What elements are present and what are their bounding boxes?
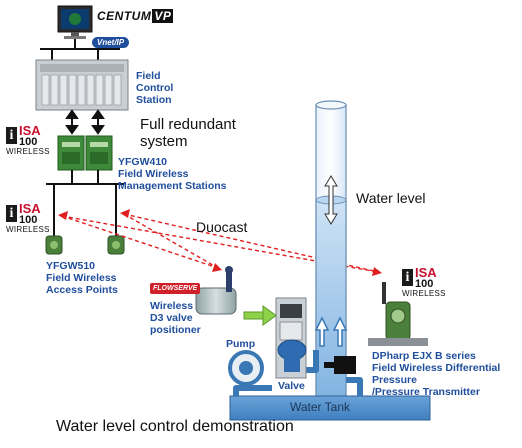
centum-vp-logo: CENTUMVP <box>97 9 173 23</box>
yfgw510-label: YFGW510 Field Wireless Access Points <box>46 260 118 296</box>
transmitter-label: DPharp EJX B series Field Wireless Diffe… <box>372 350 500 398</box>
fcs-line-1: Field <box>136 70 173 82</box>
valve-assembly <box>276 298 306 378</box>
positioner-label: Wireless D3 valve positioner <box>150 300 201 336</box>
positioner-line-3: positioner <box>150 324 201 336</box>
isa-i-mark-3: i <box>402 269 413 286</box>
isa-num-2: 100 <box>19 215 41 225</box>
isa-i-mark-2: i <box>6 205 17 222</box>
isa-sub-1: WIRELESS <box>6 147 52 156</box>
fcs-line-3: Station <box>136 94 173 106</box>
yfgw410-line-2: Field Wireless <box>118 168 227 180</box>
yfgw510-line-2: Field Wireless <box>46 272 118 284</box>
transmitter-line-4: /Pressure Transmitter <box>372 386 500 398</box>
pump-icon <box>230 352 262 384</box>
isa-num-1: 100 <box>19 137 41 147</box>
yfgw410-line-1: YFGW410 <box>118 156 227 168</box>
vnet-text: Vnet/IP <box>97 38 124 47</box>
fcs-label: Field Control Station <box>136 70 173 106</box>
field-control-station-rack <box>36 60 128 110</box>
isa-sub-3: WIRELESS <box>402 289 448 298</box>
isa-i-mark-1: i <box>6 127 17 144</box>
fcs-line-2: Control <box>136 82 173 94</box>
yfgw410-line-3: Management Stations <box>118 180 227 192</box>
isa100-logo-right: i ISA 100 WIRELESS <box>402 266 448 296</box>
vnet-badge: Vnet/IP <box>92 37 129 48</box>
vp-text: VP <box>152 9 173 23</box>
redundant-label: Full redundant system <box>140 116 236 150</box>
water-tank-label: Water Tank <box>260 400 380 414</box>
isa100-logo-top: i ISA 100 WIRELESS <box>6 124 52 154</box>
yfgw510-line-1: YFGW510 <box>46 260 118 272</box>
flowserve-text: FLOWSERVE <box>153 285 197 292</box>
monitor-icon <box>58 6 92 39</box>
positioner-line-1: Wireless <box>150 300 201 312</box>
yfgw510-line-3: Access Points <box>46 284 118 296</box>
isa100-logo-mid: i ISA 100 WIRELESS <box>6 202 52 232</box>
access-point-right <box>108 236 124 254</box>
redundant-line-1: Full redundant <box>140 116 236 133</box>
duocast-label: Duocast <box>196 219 247 236</box>
centum-text: CENTUM <box>97 9 151 23</box>
transmitter-line-1: DPharp EJX B series <box>372 350 500 362</box>
isa-num-3: 100 <box>415 279 437 289</box>
isa-sub-2: WIRELESS <box>6 225 52 234</box>
valve-label: Valve <box>278 380 305 392</box>
redundant-line-2: system <box>140 133 236 150</box>
transmitter-line-2: Field Wireless Differential <box>372 362 500 374</box>
control-arrow <box>244 306 276 325</box>
water-level-label: Water level <box>356 190 426 207</box>
pump-label: Pump <box>226 338 255 350</box>
flowserve-logo: FLOWSERVE <box>150 283 200 294</box>
access-point-left <box>46 236 62 254</box>
caption: Water level control demonstration <box>56 418 294 436</box>
d3-positioner-icon <box>196 266 236 314</box>
yfgw410-units <box>58 136 112 170</box>
yfgw410-label: YFGW410 Field Wireless Management Statio… <box>118 156 227 192</box>
transmitter-line-3: Pressure <box>372 374 500 386</box>
positioner-line-2: D3 valve <box>150 312 201 324</box>
